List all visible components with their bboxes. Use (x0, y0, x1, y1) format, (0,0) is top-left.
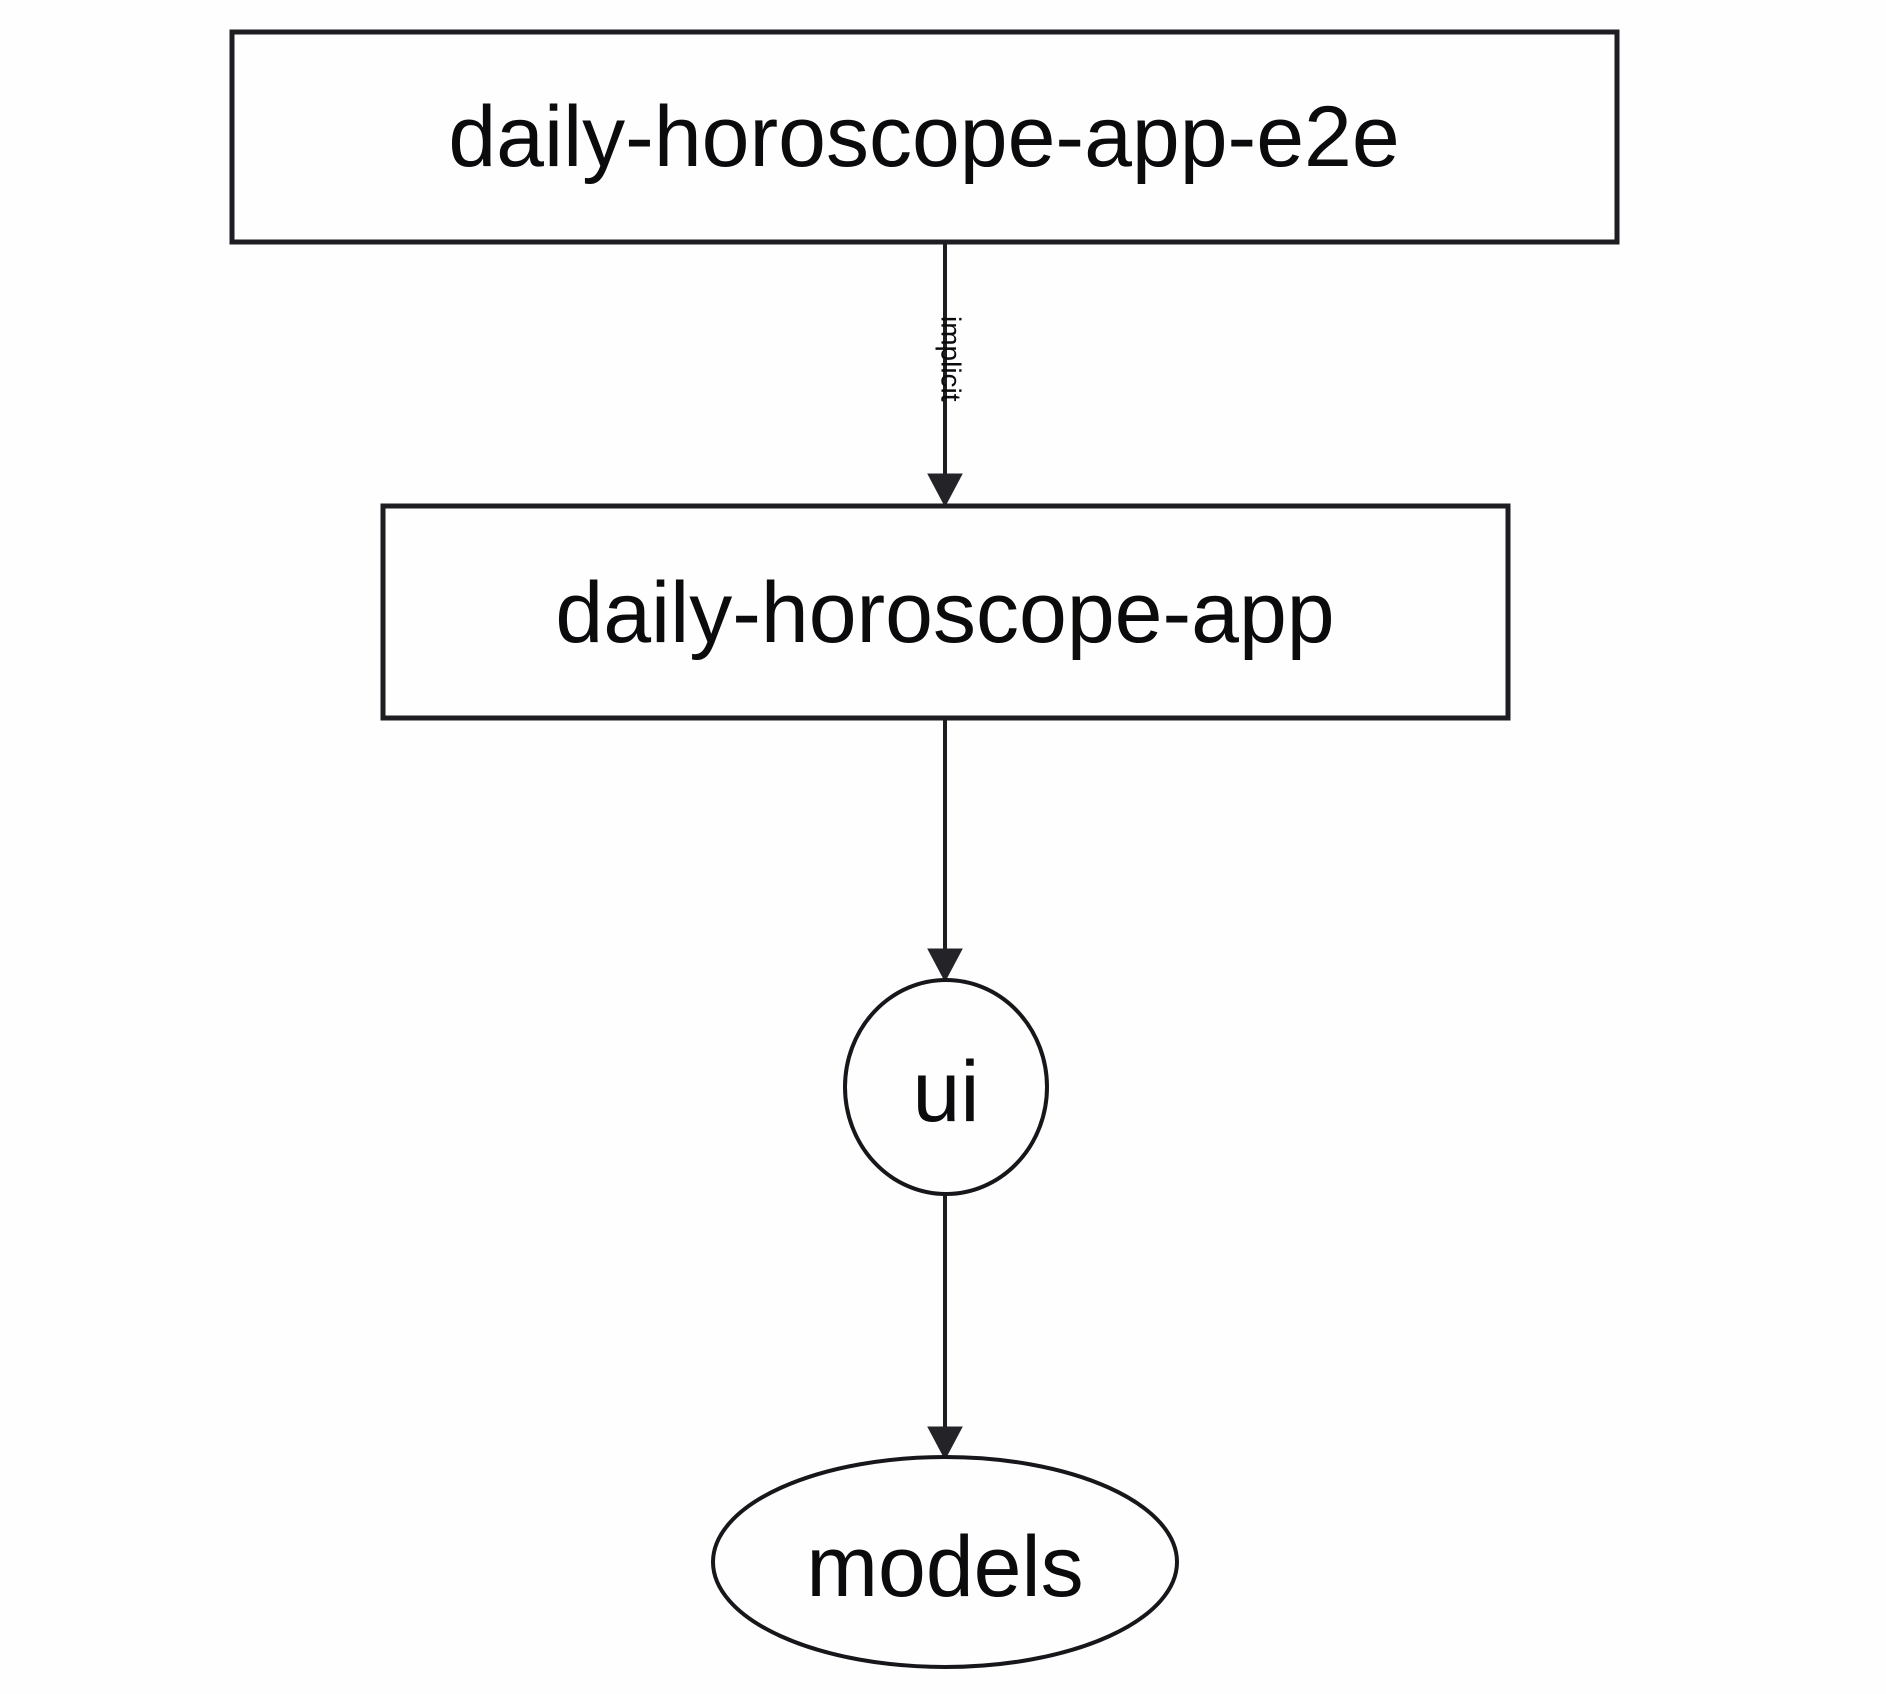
node-ui-shape (843, 978, 1049, 1196)
node-daily-horoscope-app-e2e-label: daily-horoscope-app-e2e (448, 89, 1399, 185)
edge-e2e-to-app-arrowhead (927, 473, 963, 508)
edge-app-to-ui-arrowhead (927, 948, 963, 983)
node-daily-horoscope-app-shape (380, 503, 1511, 721)
edge-ui-to-models-arrowhead (927, 1426, 963, 1461)
node-models[interactable]: models (711, 1455, 1179, 1669)
edge-e2e-to-app[interactable]: implicit (927, 243, 967, 508)
node-daily-horoscope-app-e2e[interactable]: daily-horoscope-app-e2e (229, 29, 1620, 245)
node-daily-horoscope-app-e2e-shape (229, 29, 1620, 245)
node-ui-label: ui (913, 1044, 980, 1140)
node-models-shape (711, 1455, 1179, 1669)
node-daily-horoscope-app-label: daily-horoscope-app (555, 565, 1334, 661)
edge-label-implicit: implicit (936, 316, 967, 402)
node-models-label: models (806, 1519, 1083, 1615)
edge-app-to-ui[interactable] (927, 719, 963, 983)
node-ui[interactable]: ui (843, 978, 1049, 1196)
edge-ui-to-models[interactable] (927, 1194, 963, 1461)
node-daily-horoscope-app[interactable]: daily-horoscope-app (380, 503, 1511, 721)
